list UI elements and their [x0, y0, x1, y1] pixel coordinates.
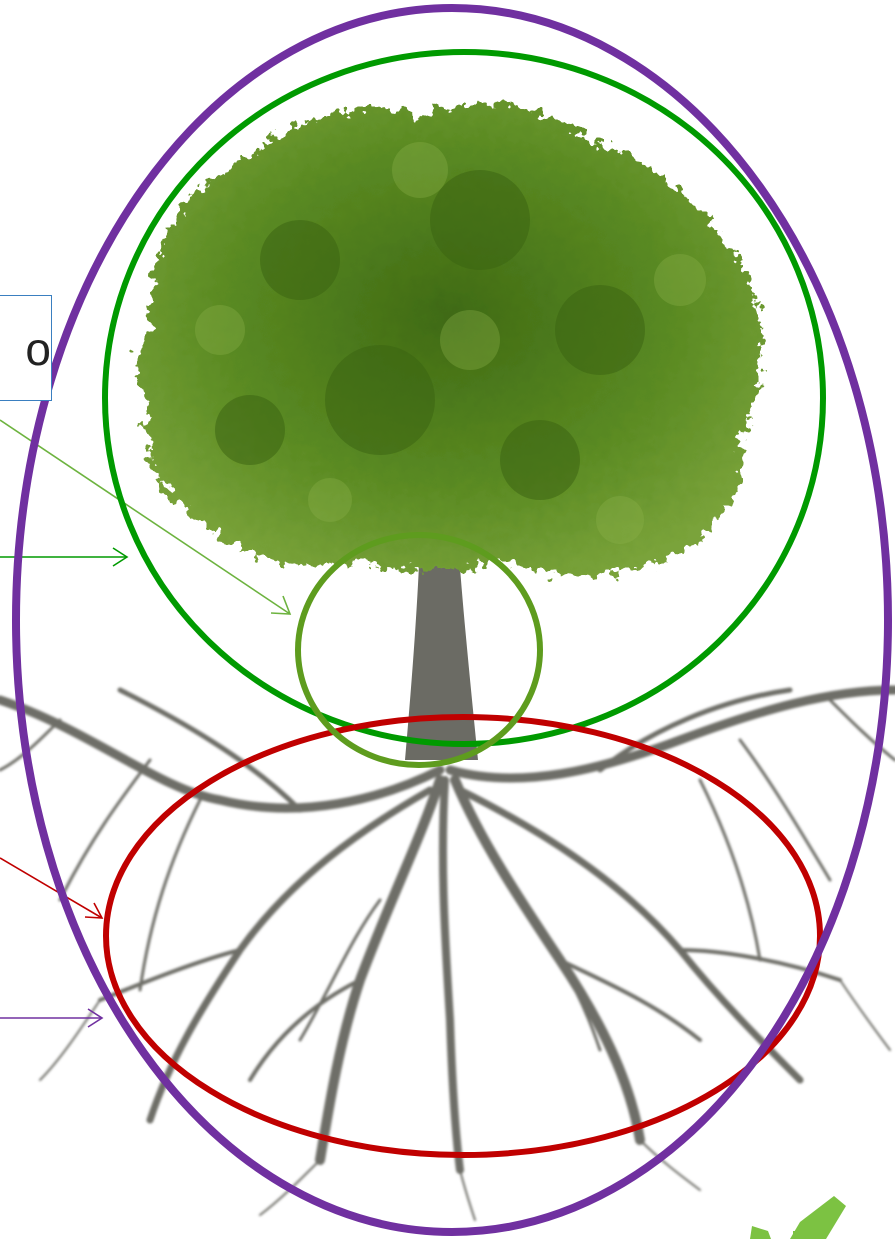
- arrow-whole-tree: [0, 1009, 102, 1027]
- roots-ellipse: [106, 717, 820, 1155]
- label-box: o: [0, 295, 52, 401]
- trunk-illustration: [405, 540, 478, 760]
- corner-logo: [750, 1196, 846, 1239]
- label-box-text: o: [0, 326, 51, 372]
- roots-illustration: [0, 690, 895, 1220]
